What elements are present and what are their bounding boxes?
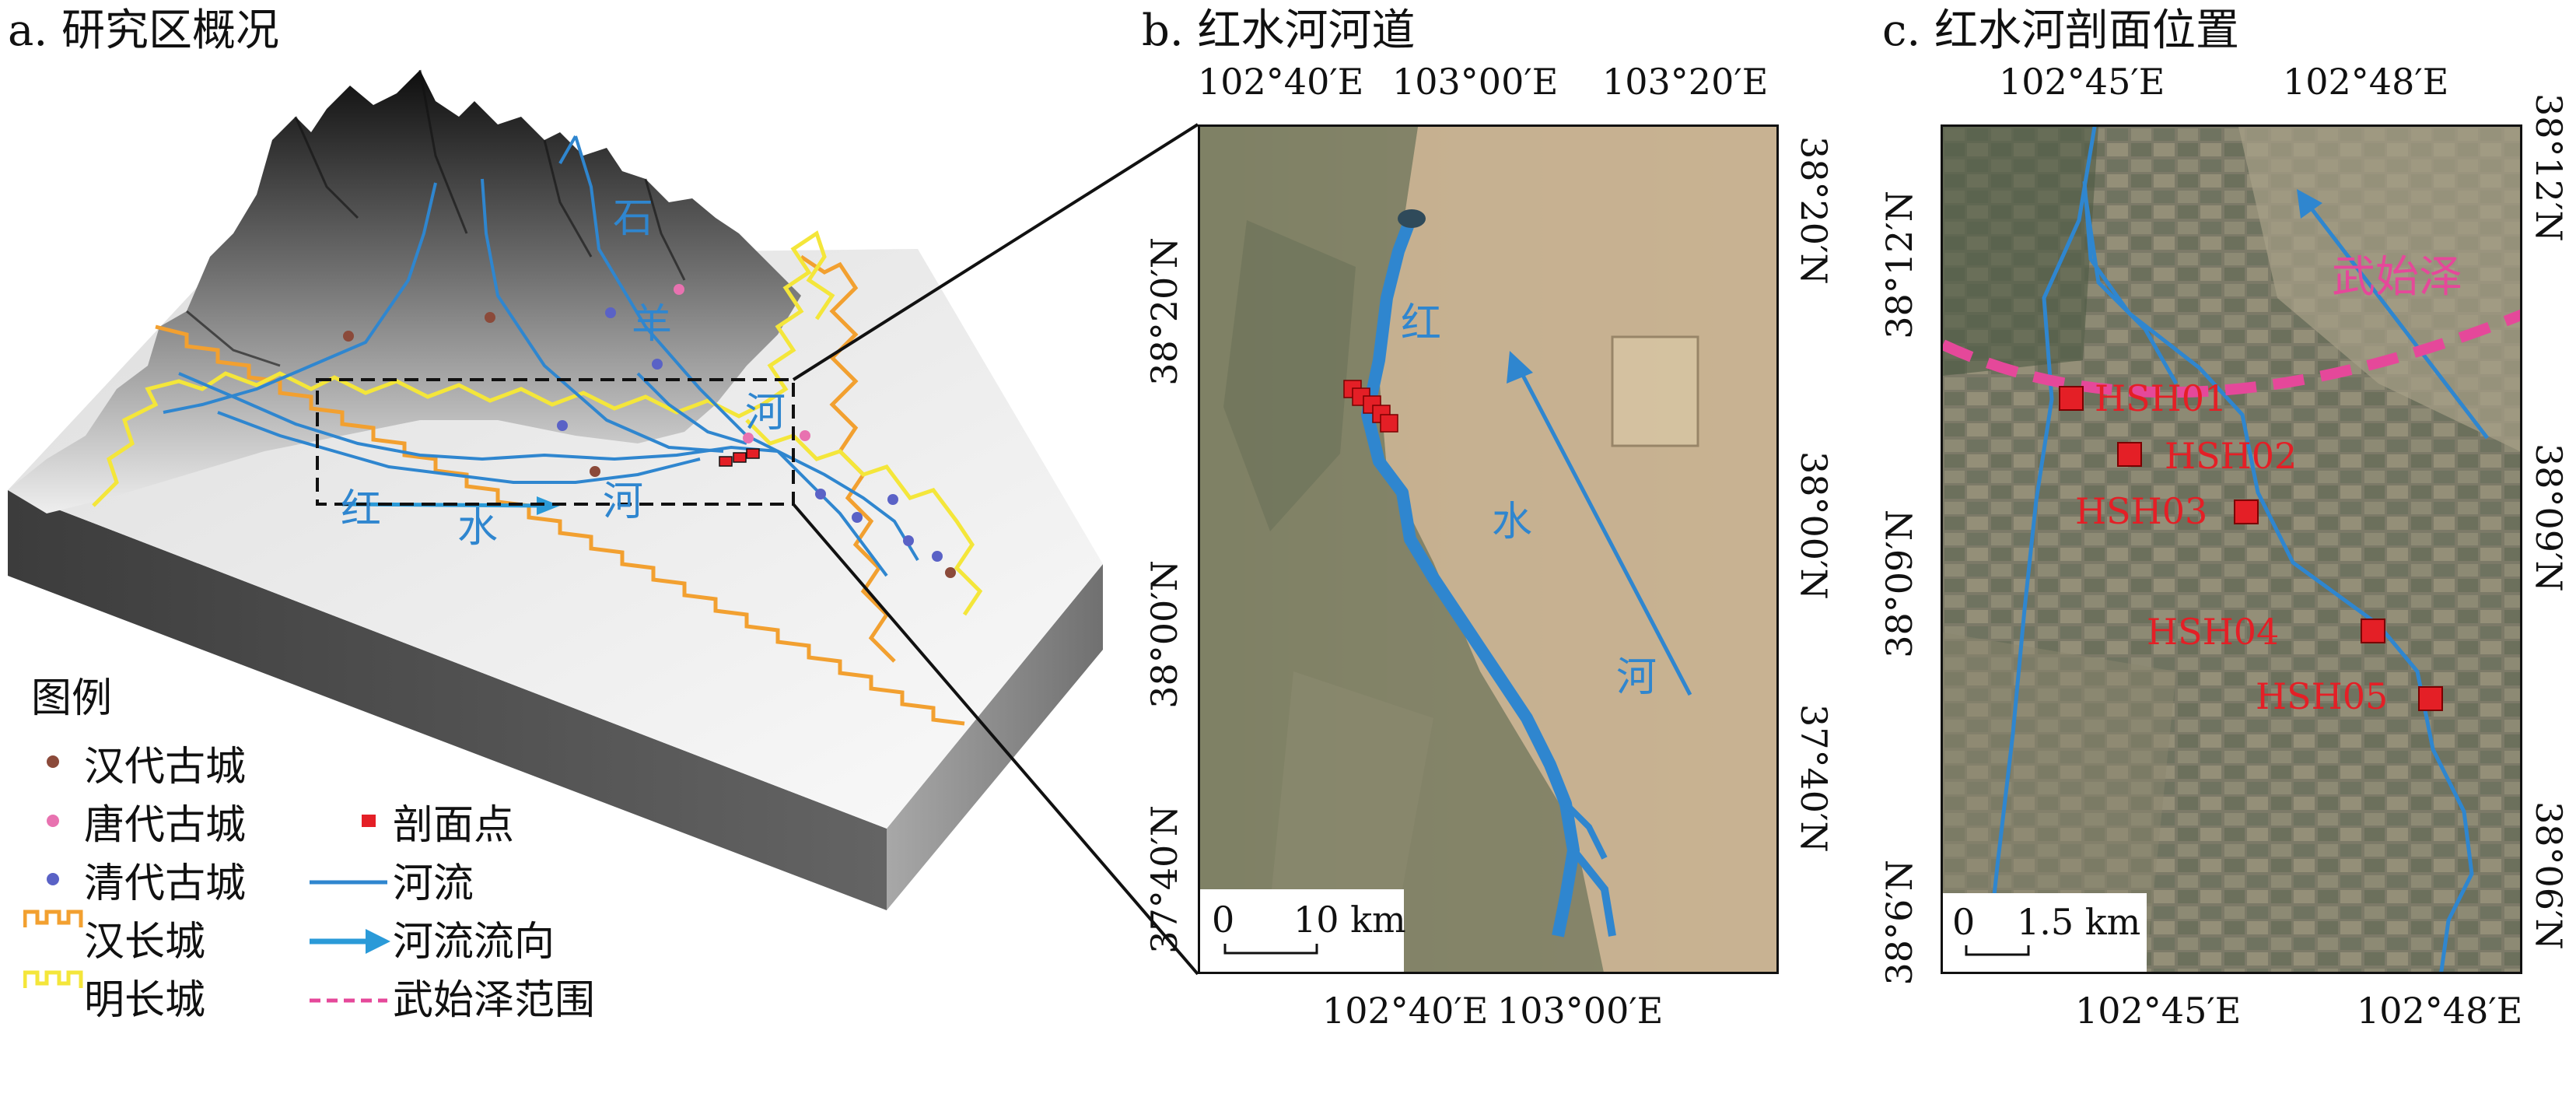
panel-b-title: b. 红水河河道	[1142, 5, 1416, 56]
c-right-lat-2: 38°09′N	[2528, 443, 2570, 592]
river-label-shui: 水	[457, 505, 499, 552]
river-label-shi: 石	[613, 195, 654, 242]
c-left-lat-2: 38°09′N	[1878, 510, 1920, 658]
legend-symbols-right	[310, 880, 390, 1003]
c-section-hsh02: HSH02	[2165, 435, 2298, 477]
b-top-lon-2: 103°00′E	[1392, 61, 1559, 103]
c-scale-zero: 0	[1952, 901, 1976, 943]
b-scale-zero: 0	[1212, 899, 1235, 941]
c-lake-label: 武始泽	[2332, 252, 2462, 303]
c-section-hsh04: HSH04	[2147, 611, 2280, 653]
c-right-lat-3: 38°06′N	[2528, 801, 2570, 950]
ming-wall-line	[92, 371, 764, 507]
b-river-char-3: 河	[1616, 654, 1657, 701]
panel-a-title: a. 研究区概况	[8, 5, 279, 56]
c-left-lat-1: 38°12′N	[1878, 191, 1920, 339]
b-river-channel	[1361, 218, 1580, 938]
b-river-char-1: 红	[1401, 300, 1442, 347]
panel-c-satellite-map: 武始泽 HSH01 HSH02 HSH03 HSH04 HSH05 0 1.5 …	[1941, 124, 2522, 974]
study-area-box	[316, 378, 795, 506]
c-right-lat-1: 38°12′N	[2528, 93, 2570, 242]
block-front-face	[8, 490, 887, 910]
b-left-lat-3: 37°40′N	[1143, 805, 1185, 954]
c-lake-boundary	[1943, 309, 2520, 398]
legend-ming-wall: 明长城	[84, 977, 206, 1024]
c-scale-label: 1.5 km	[2017, 901, 2141, 943]
panel-c-title: c. 红水河剖面位置	[1882, 5, 2239, 56]
river-label-he-1: 河	[745, 390, 786, 436]
c-left-lat-3: 38°6′N	[1878, 860, 1920, 986]
river-label-yang: 羊	[632, 301, 673, 348]
legend-lake: 武始泽范围	[393, 977, 596, 1024]
b-river-char-2: 水	[1492, 499, 1533, 545]
c-top-lon-2: 102°48′E	[2283, 61, 2449, 103]
legend-han-city: 汉代古城	[84, 744, 247, 790]
legend-title: 图例	[31, 675, 113, 722]
c-bottom-lon-2: 102°48′E	[2357, 990, 2523, 1032]
river-label-he-2: 河	[603, 478, 644, 525]
legend-flow: 河流流向	[393, 919, 555, 966]
b-right-lat-3: 37°40′N	[1793, 704, 1835, 853]
legend-river: 河流	[393, 860, 474, 907]
b-right-lat-2: 38°00′N	[1793, 451, 1835, 600]
b-left-lat-2: 38°00′N	[1143, 560, 1185, 709]
b-top-lon-3: 103°20′E	[1602, 61, 1769, 103]
legend-qing-city: 清代古城	[84, 860, 247, 907]
b-right-lat-1: 38°20′N	[1793, 136, 1835, 285]
c-top-lon-1: 102°45′E	[1999, 61, 2165, 103]
legend-section: 剖面点	[393, 802, 515, 849]
section-points	[719, 448, 760, 467]
b-bottom-lon-1: 102°40′E	[1322, 990, 1489, 1032]
c-bottom-lon-1: 102°45′E	[2075, 990, 2242, 1032]
c-section-hsh05: HSH05	[2256, 675, 2389, 717]
b-top-lon-1: 102°40′E	[1198, 61, 1364, 103]
b-scale-label: 10 km	[1293, 899, 1406, 941]
b-bottom-lon-2: 103°00′E	[1497, 990, 1664, 1032]
river-label-hong: 红	[341, 486, 382, 533]
b-left-lat-1: 38°20′N	[1143, 237, 1185, 386]
legend-tang-city: 唐代古城	[84, 802, 247, 849]
legend-han-wall: 汉长城	[84, 919, 206, 966]
panel-b-satellite-map: 红 水 河 0 10 km	[1198, 124, 1779, 974]
c-section-hsh03: HSH03	[2075, 490, 2208, 532]
legend-symbols	[23, 755, 376, 988]
c-section-hsh01: HSH01	[2095, 377, 2228, 419]
